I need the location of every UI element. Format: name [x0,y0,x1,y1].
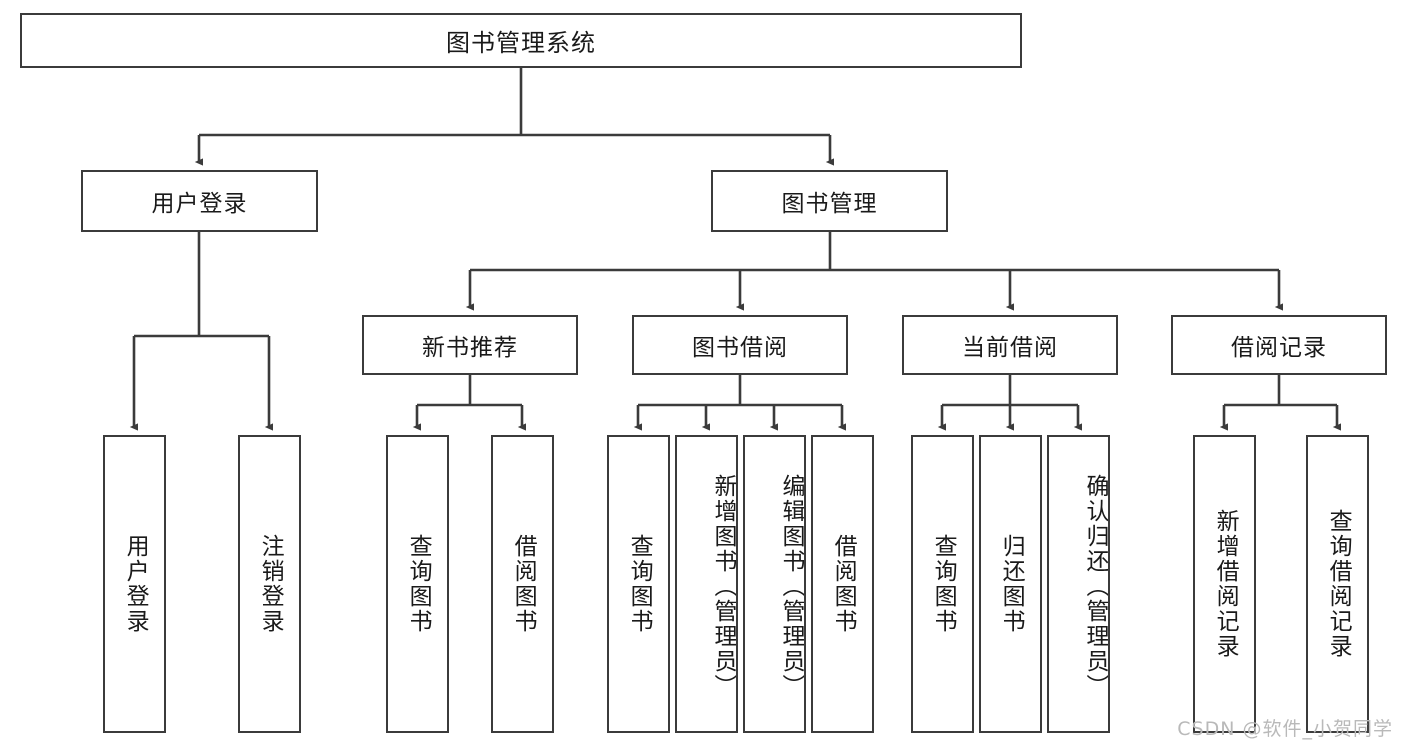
node-book-manage[interactable]: 图书管理 [711,170,948,232]
leaf-query-book-current[interactable]: 查询图书 [911,435,974,733]
leaf-query-book-borrow[interactable]: 查询图书 [607,435,670,733]
leaf-edit-book[interactable]: 编辑图书（管理员） [743,435,806,733]
leaf-borrow-book-recommend[interactable]: 借阅图书 [491,435,554,733]
node-root[interactable]: 图书管理系统 [20,13,1022,68]
leaf-add-book[interactable]: 新增图书（管理员） [675,435,738,733]
leaf-query-book-recommend[interactable]: 查询图书 [386,435,449,733]
leaf-return-book[interactable]: 归还图书 [979,435,1042,733]
node-book-borrow[interactable]: 图书借阅 [632,315,848,375]
csdn-watermark: CSDN @软件_小贺同学 [1177,718,1393,740]
leaf-user-login[interactable]: 用户登录 [103,435,166,733]
leaf-user-logout[interactable]: 注销登录 [238,435,301,733]
node-current-borrow[interactable]: 当前借阅 [902,315,1118,375]
leaf-borrow-book[interactable]: 借阅图书 [811,435,874,733]
node-borrow-record[interactable]: 借阅记录 [1171,315,1387,375]
leaf-confirm-return[interactable]: 确认归还（管理员） [1047,435,1110,733]
leaf-query-borrow-record[interactable]: 查询借阅记录 [1306,435,1369,733]
node-new-book-recommend[interactable]: 新书推荐 [362,315,578,375]
leaf-add-borrow-record[interactable]: 新增借阅记录 [1193,435,1256,733]
node-user-login[interactable]: 用户登录 [81,170,318,232]
